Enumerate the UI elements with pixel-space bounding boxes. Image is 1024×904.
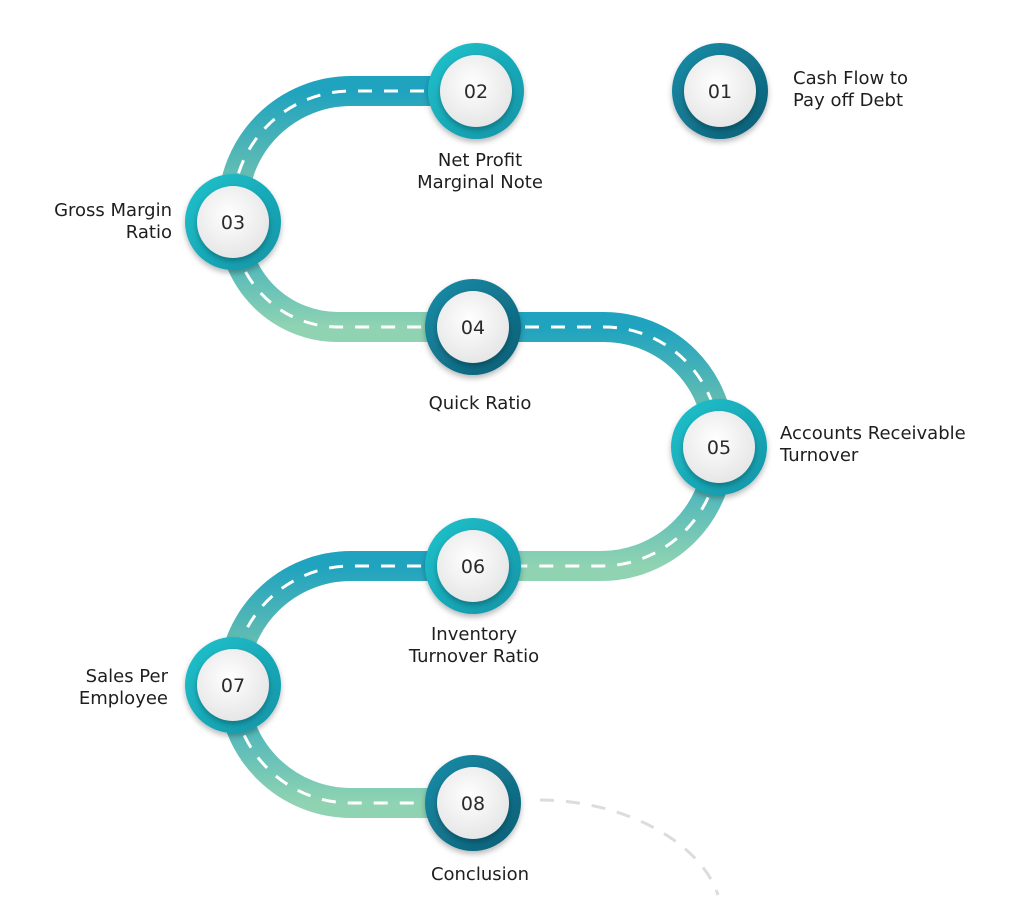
step-node-face [437,291,509,363]
step-label-line: Cash Flow to [793,68,908,89]
step-number: 02 [464,81,488,103]
step-label-04: Quick Ratio [429,393,532,415]
step-node-08: 08 [425,755,521,851]
step-label-line: Quick Ratio [428,393,532,414]
road-dash-03-04 [231,221,473,329]
step-label-line: Conclusion [430,864,530,885]
step-label-line: Turnover [780,445,859,466]
step-node-05: 05 [671,399,767,495]
step-node-01: 01 [672,43,768,139]
step-label-line: Marginal Note [417,172,543,193]
step-label-line: Turnover Ratio [408,646,540,667]
step-node-face [197,186,269,258]
step-number: 08 [461,793,485,815]
step-label-line: Inventory [431,624,517,645]
road-trail-ghost [539,798,720,896]
step-number: 04 [461,317,485,339]
step-number: 06 [461,556,485,578]
step-node-face [197,649,269,721]
step-node-face [683,411,755,483]
step-node-face [437,767,509,839]
step-node-02: 02 [428,43,524,139]
step-label-line: Net Profit [437,150,523,171]
step-label-line: Employee [78,688,168,709]
step-label-08: Conclusion [431,864,529,886]
step-node-face [684,55,756,127]
step-label-line: Accounts Receivable [780,423,966,444]
step-nodes: 01 02 03 04 05 06 07 08 [185,43,768,851]
step-node-03: 03 [185,174,281,270]
step-number: 05 [707,437,731,459]
step-number: 03 [221,212,245,234]
step-node-06: 06 [425,518,521,614]
step-label-line: Pay off Debt [793,90,904,111]
step-node-face [437,530,509,602]
road-group [218,76,735,818]
step-label-line: Ratio [125,222,172,243]
step-label-line: Sales Per [85,666,168,687]
step-node-07: 07 [185,637,281,733]
step-node-face [440,55,512,127]
step-number: 01 [708,81,732,103]
step-number: 07 [221,675,245,697]
step-node-04: 04 [425,279,521,375]
road-dashes [231,89,721,805]
step-label-line: Gross Margin [54,200,172,221]
